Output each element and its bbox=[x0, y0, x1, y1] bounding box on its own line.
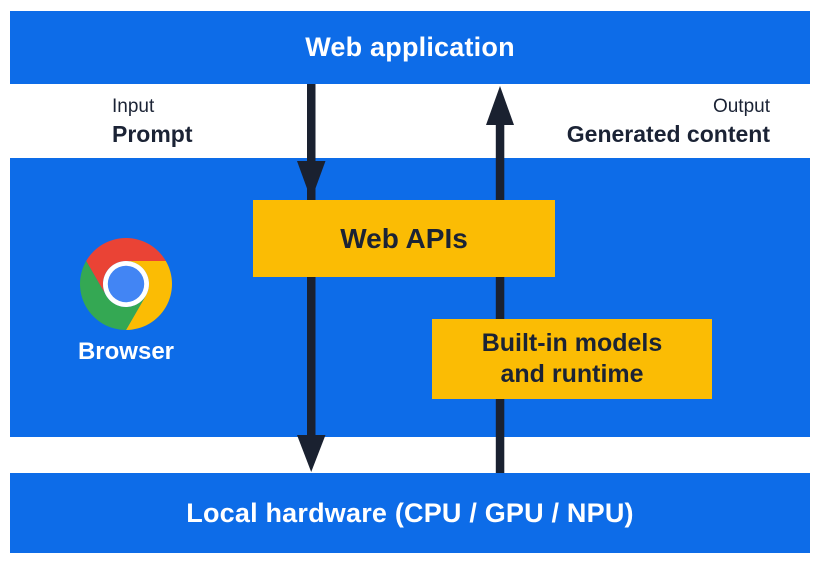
built-in-models-label-line2: and runtime bbox=[500, 360, 644, 388]
built-in-models-box: Built-in models and runtime bbox=[432, 319, 712, 399]
web-application-bar: Web application bbox=[10, 11, 810, 84]
output-label-group: Output Generated content bbox=[567, 96, 770, 148]
web-application-label: Web application bbox=[305, 32, 515, 62]
web-apis-label: Web APIs bbox=[340, 222, 468, 254]
input-label: Input bbox=[112, 96, 155, 117]
browser-label: Browser bbox=[77, 338, 175, 365]
input-label-group: Input Prompt bbox=[112, 96, 193, 148]
local-hardware-bar: Local hardware (CPU / GPU / NPU) bbox=[10, 473, 810, 553]
local-hardware-label: Local hardware (CPU / GPU / NPU) bbox=[186, 497, 634, 528]
output-value-label: Generated content bbox=[566, 121, 770, 147]
web-apis-box: Web APIs bbox=[253, 200, 555, 277]
chrome-logo-icon bbox=[80, 238, 172, 330]
output-label: Output bbox=[712, 96, 770, 117]
input-value-label: Prompt bbox=[112, 121, 193, 147]
built-in-models-label-line1: Built-in models bbox=[481, 329, 663, 357]
